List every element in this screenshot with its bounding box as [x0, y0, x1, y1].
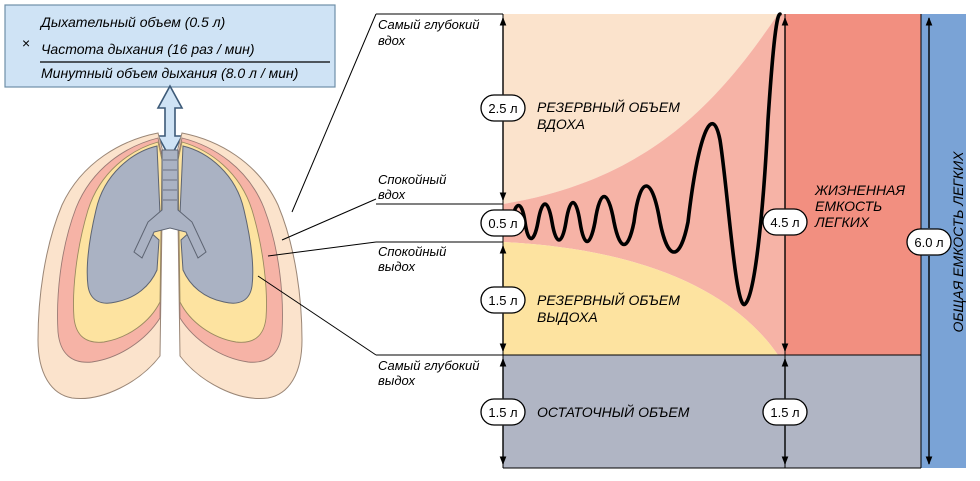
- svg-text:1.5 л: 1.5 л: [770, 405, 799, 420]
- level-labels: Самый глубокий вдох Спокойный вдох Споко…: [378, 17, 479, 388]
- breathing-wave: [510, 12, 782, 307]
- tidal-volume-value: 0.5 л: [480, 209, 526, 237]
- inspiratory-reserve-value: 2.5 л: [480, 94, 526, 122]
- total-capacity-value: 6.0 л: [906, 228, 952, 256]
- lungs-illustration: [37, 132, 303, 400]
- svg-text:1.5 л: 1.5 л: [488, 293, 517, 308]
- inspiratory-reserve-label-1: РЕЗЕРВНЫЙ ОБЪЕМ: [537, 98, 680, 115]
- expiratory-reserve-label-2: ВЫДОХА: [537, 309, 598, 325]
- region-labels: РЕЗЕРВНЫЙ ОБЪЕМ ВДОХА РЕЗЕРВНЫЙ ОБЪЕМ ВЫ…: [537, 98, 966, 420]
- volume-regions: [503, 14, 966, 468]
- quiet-exhale-label-2: выдох: [378, 259, 415, 274]
- vital-capacity-region: [785, 14, 921, 355]
- max-inhale-label-2: вдох: [378, 33, 406, 48]
- minute-volume-text: Минутный объем дыхания (8.0 л / мин): [41, 65, 298, 81]
- residual-volume-value-right: 1.5 л: [762, 398, 808, 426]
- total-capacity-label: ОБЩАЯ ЕМКОСТЬ ЛЕГКИХ: [950, 151, 966, 333]
- vital-capacity-value: 4.5 л: [762, 208, 808, 236]
- svg-text:6.0 л: 6.0 л: [914, 235, 943, 250]
- max-inhale-label-1: Самый глубокий: [378, 17, 479, 32]
- vital-capacity-label-3: ЛЕГКИХ: [814, 214, 870, 230]
- expiratory-reserve-value: 1.5 л: [480, 286, 526, 314]
- expiratory-reserve-region: [503, 242, 778, 355]
- svg-text:4.5 л: 4.5 л: [770, 215, 799, 230]
- vital-capacity-label-2: ЕМКОСТЬ: [815, 198, 882, 214]
- svg-text:0.5 л: 0.5 л: [488, 216, 517, 231]
- residual-volume-value: 1.5 л: [480, 398, 526, 426]
- quiet-exhale-label-1: Спокойный: [378, 244, 446, 259]
- quiet-inhale-label-1: Спокойный: [378, 172, 446, 187]
- multiply-sign: ×: [22, 35, 30, 51]
- trachea-rings: [163, 159, 177, 201]
- vital-capacity-label-1: ЖИЗНЕННАЯ: [814, 182, 905, 198]
- inspiratory-reserve-region: [503, 14, 778, 204]
- residual-volume-region: [503, 355, 921, 468]
- svg-text:1.5 л: 1.5 л: [488, 405, 517, 420]
- connector-lines: [257, 13, 377, 356]
- max-exhale-label-1: Самый глубокий: [378, 358, 479, 373]
- residual-volume-label: ОСТАТОЧНЫЙ ОБЪЕМ: [537, 403, 690, 420]
- quiet-inhale-label-2: вдох: [378, 187, 406, 202]
- measure-arrows: [499, 17, 933, 465]
- svg-text:2.5 л: 2.5 л: [488, 101, 517, 116]
- tidal-band-region: [503, 14, 785, 355]
- formula-box: Дыхательный объем (0.5 л) × Частота дыха…: [4, 4, 336, 88]
- tidal-volume-text: Дыхательный объем (0.5 л): [39, 14, 225, 30]
- inspiratory-reserve-label-2: ВДОХА: [537, 116, 585, 132]
- breathing-rate-text: Частота дыхания (16 раз / мин): [41, 41, 255, 57]
- max-exhale-label-2: выдох: [378, 373, 415, 388]
- value-pills: 2.5 л 0.5 л 1.5 л 1.5 л 4.5 л 1.5 л 6.0 …: [480, 94, 952, 426]
- expiratory-reserve-label-1: РЕЗЕРВНЫЙ ОБЪЕМ: [537, 291, 680, 308]
